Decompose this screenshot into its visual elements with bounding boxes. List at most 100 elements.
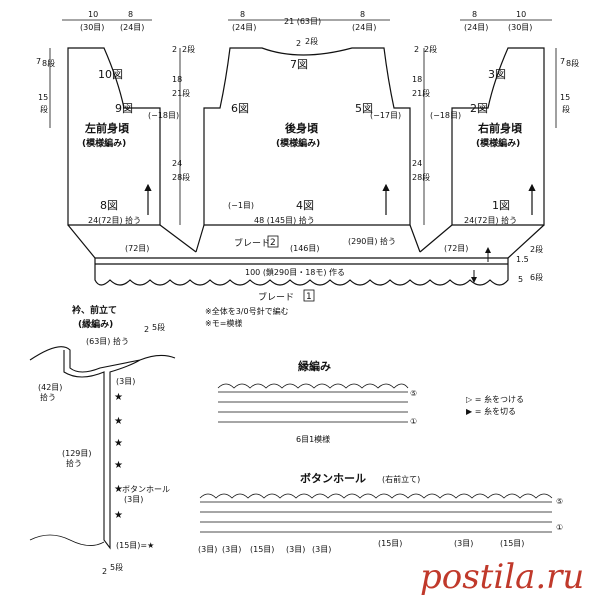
svg-text:★: ★ — [114, 484, 123, 495]
buttonhole-title: ボタンホール — [300, 471, 366, 485]
left-front-outline — [67, 47, 161, 226]
mid2-c-rows: 28段 — [412, 172, 430, 182]
left-title: 左前身頃 — [84, 121, 130, 135]
back-bottom-note: (−1目) — [228, 201, 254, 210]
band-mid-290: (290目) 拾う — [348, 236, 396, 246]
mid1-a-rows: 2段 — [182, 44, 195, 54]
collar-pick-front-2: 拾う — [66, 458, 82, 468]
left-bottom-pick: 24(72目) 拾う — [88, 215, 141, 225]
bh-label-4: (3目) — [312, 545, 331, 554]
mid2-c: 24 — [412, 159, 422, 168]
center-width-1: 8 — [240, 10, 245, 19]
right-width-1: 8 — [472, 10, 477, 19]
collar-pick-front: (129目) — [62, 449, 92, 458]
left-side-a-rows: 8段 — [42, 58, 55, 68]
band-label-top-num: 2 — [270, 238, 276, 248]
edge-row1: ① — [410, 417, 417, 426]
center-width-mid: 21 (63目) — [284, 17, 321, 26]
bh-label-2: (15目) — [250, 545, 274, 554]
right-width-2: 10 — [516, 10, 526, 19]
collar-dim-top: 2 — [144, 325, 149, 334]
band-right-72: (72目) — [444, 244, 468, 253]
edge-legend-cut: ▶ = 糸を切る — [466, 406, 516, 416]
back-neck: 2 — [296, 39, 301, 48]
mid1-c-rows: 28段 — [172, 172, 190, 182]
right-subtitle: (模様編み) — [476, 137, 520, 149]
collar-outline — [29, 346, 176, 550]
band-label-bottom-box — [303, 289, 315, 302]
collar-dim-bottom-rows: 5段 — [110, 562, 123, 572]
band-label-top-box — [267, 235, 279, 248]
back-outline — [203, 47, 411, 226]
edge-row5: ⑤ — [410, 389, 417, 398]
collar-pick-top: (63目) 拾う — [86, 336, 129, 346]
edge-legend-attach: ▷ = 糸をつける — [466, 394, 524, 404]
left-fig-mid: 9図 — [115, 102, 133, 115]
band-mid-146: (146目) — [290, 244, 320, 253]
right-side-b-rows: 段 — [562, 104, 570, 114]
edge-chart — [217, 383, 409, 423]
collar-dim-bottom: 2 — [102, 567, 107, 576]
right-fig-top: 3図 — [488, 68, 506, 81]
right-front-outline — [451, 47, 545, 226]
left-width-1: 10 — [88, 10, 98, 19]
center-width-2: 8 — [360, 10, 365, 19]
collar-button-s: (3目) — [124, 495, 143, 504]
buttonhole-chart — [199, 493, 553, 533]
collar-dim-top-rows: 5段 — [152, 322, 165, 332]
back-fig-bottom: 4図 — [296, 199, 314, 212]
band-outline — [67, 224, 545, 286]
right-side-note: (−18目) — [430, 111, 461, 120]
svg-text:★: ★ — [114, 510, 123, 521]
right-title: 右前身頃 — [477, 121, 523, 135]
band-label-bottom: ブレード — [258, 291, 294, 303]
band-dim-a: 1.5 — [516, 255, 529, 264]
back-bottom-pick: 48 (145目) 拾う — [254, 215, 315, 225]
bh-label-0: (3目) — [198, 545, 217, 554]
bh-label-6: (3目) — [454, 539, 473, 548]
left-fig-top: 10図 — [98, 68, 123, 81]
right-fig-mid: 2図 — [470, 102, 488, 115]
mid2-b: 18 — [412, 75, 422, 84]
bh-label-1: (3目) — [222, 545, 241, 554]
collar-hem-curve — [29, 534, 105, 546]
back-title: 後身頃 — [285, 121, 319, 135]
right-bottom-pick: 24(72目) 拾う — [464, 215, 517, 225]
bh-label-7: (15目) — [500, 539, 524, 548]
collar-stars: ★★★ ★★★ — [114, 392, 123, 521]
svg-text:★: ★ — [114, 460, 123, 471]
svg-text:★: ★ — [114, 416, 123, 427]
collar-three: (3目) — [116, 377, 135, 386]
bh-label-3: (3目) — [286, 545, 305, 554]
mid2-b-rows: 21段 — [412, 88, 430, 98]
left-width-2: 8 — [128, 10, 133, 19]
collar-subtitle: (縁編み) — [78, 318, 113, 330]
edge-title: 縁編み — [298, 359, 331, 373]
mid1-b: 18 — [172, 75, 182, 84]
svg-text:★: ★ — [114, 438, 123, 449]
right-width-1-stitches: (24目) — [464, 23, 488, 32]
back-subtitle: (模様編み) — [276, 137, 320, 149]
center-width-2-stitches: (24目) — [352, 23, 376, 32]
left-fig-bottom: 8図 — [100, 199, 118, 212]
mid1-a: 2 — [172, 45, 177, 54]
edge-repeat: 6目1模様 — [296, 434, 330, 444]
right-width-2-stitches: (30目) — [508, 23, 532, 32]
watermark: postila.ru — [420, 557, 584, 595]
left-side-a: 7 — [36, 57, 41, 66]
collar-pick-left-2: 拾う — [40, 392, 56, 402]
left-side-b-rows: 段 — [40, 104, 48, 114]
buttonhole-row1: ① — [556, 523, 563, 532]
left-subtitle: (模様編み) — [82, 137, 126, 149]
band-dim-a-rows: 2段 — [530, 244, 543, 254]
buttonhole-row5: ⑤ — [556, 497, 563, 506]
back-fig-top: 7図 — [290, 58, 308, 71]
mid1-c: 24 — [172, 159, 182, 168]
note-2: ※モ=模様 — [205, 318, 242, 328]
collar-title: 衿、前立て — [72, 304, 117, 316]
center-width-1-stitches: (24目) — [232, 23, 256, 32]
mid2-a-rows: 2段 — [424, 44, 437, 54]
collar-pick-left: (42目) — [38, 383, 62, 392]
